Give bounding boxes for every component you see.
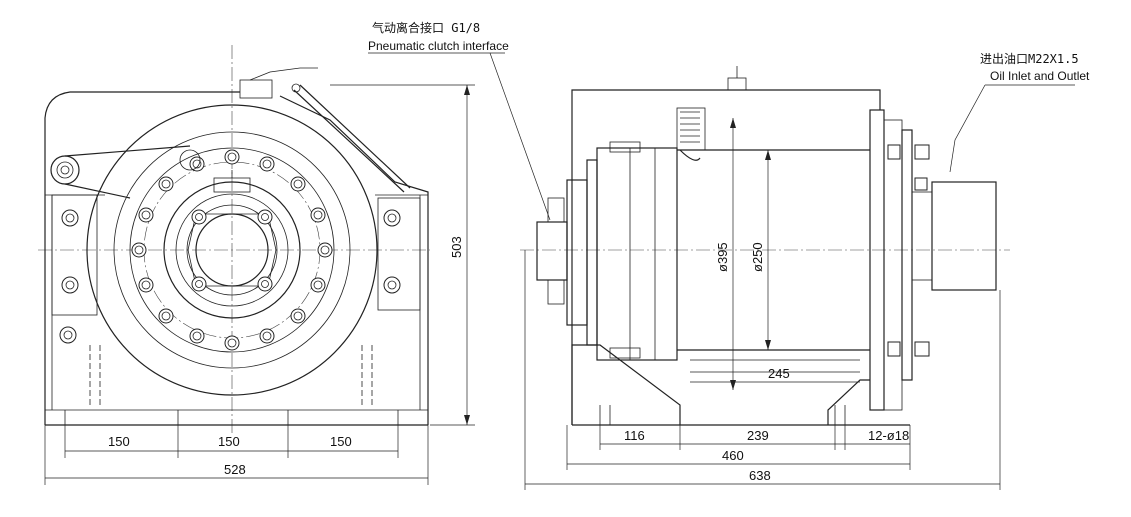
dim-flange-dia: ø395 xyxy=(715,242,730,272)
oil-label-en: Oil Inlet and Outlet xyxy=(990,69,1090,83)
dim-height: 503 xyxy=(449,236,464,258)
pneumatic-label-en: Pneumatic clutch interface xyxy=(368,39,509,53)
dim-overall-length: 638 xyxy=(749,468,771,483)
hub-bolts xyxy=(191,209,273,292)
dim-front-width: 528 xyxy=(224,462,246,477)
dim-bolt-2: 150 xyxy=(218,434,240,449)
side-view xyxy=(520,66,1010,490)
dim-holes: 12-ø18 xyxy=(868,428,909,443)
dim-bolt-1: 150 xyxy=(108,434,130,449)
dim-base-total: 460 xyxy=(722,448,744,463)
oil-label-cn: 进出油口M22X1.5 xyxy=(980,52,1079,66)
dim-base-mid: 239 xyxy=(747,428,769,443)
dim-base-left: 116 xyxy=(624,428,645,443)
dim-bolt-3: 150 xyxy=(330,434,352,449)
dim-drum-length: 245 xyxy=(768,366,790,381)
label-leaders xyxy=(368,52,1075,221)
flange-bolts xyxy=(131,149,333,351)
front-view xyxy=(38,45,475,485)
dim-drum-dia: ø250 xyxy=(750,242,765,272)
frame-bolts xyxy=(59,209,401,344)
pneumatic-label-cn: 气动离合接口 G1/8 xyxy=(372,20,480,35)
